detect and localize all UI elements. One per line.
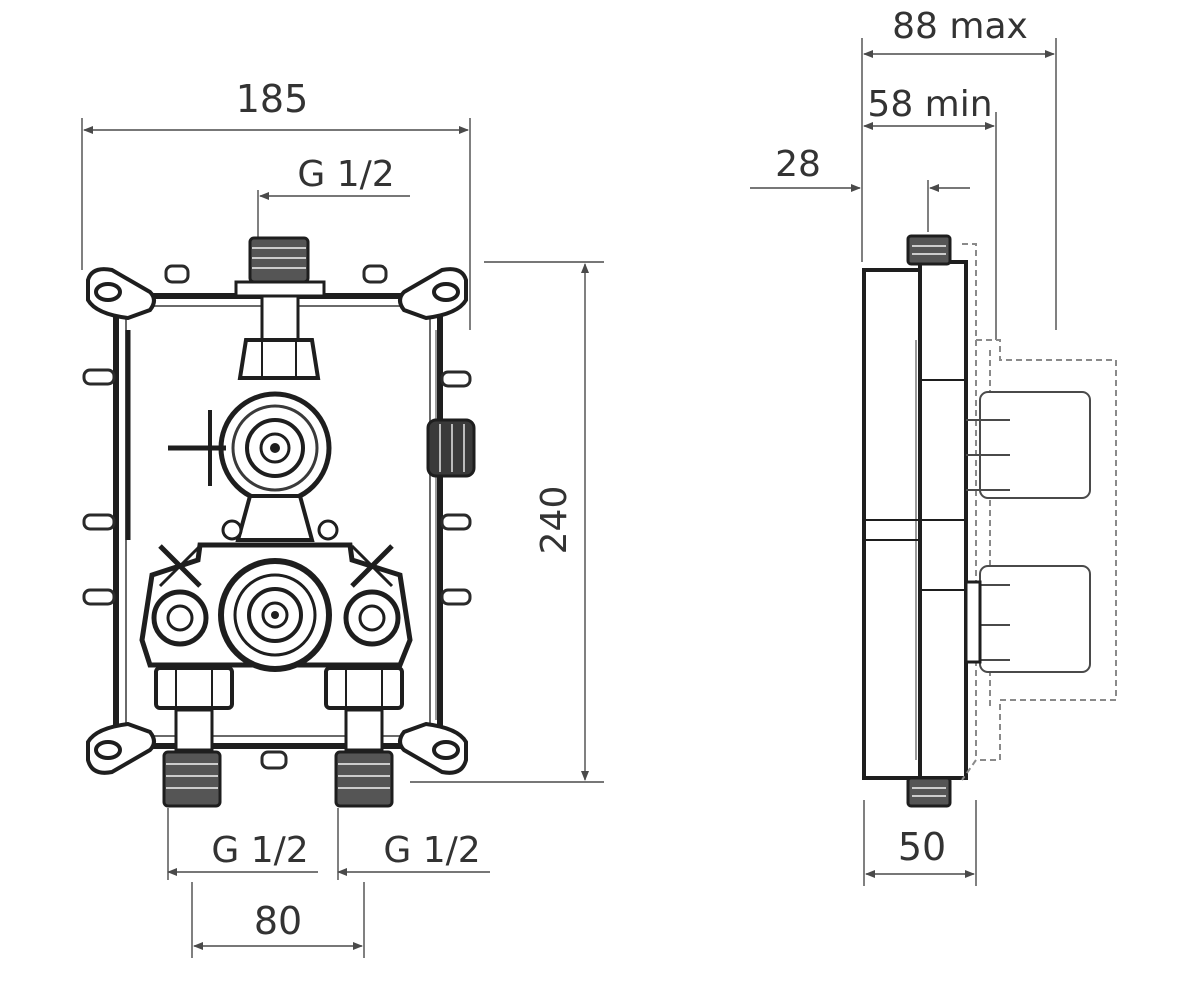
- bottom-right-thread-label: G 1/2: [383, 830, 480, 871]
- side-view: 88 max 58 min 28: [750, 6, 1117, 886]
- lower-valve-body: [139, 519, 413, 672]
- dimension-max-depth: 88 max: [861, 6, 1057, 330]
- max-depth-label: 88 max: [892, 6, 1028, 47]
- dimension-spacing: 80: [191, 882, 365, 958]
- dimension-offset: 28: [750, 144, 970, 232]
- side-knob: [426, 418, 476, 478]
- handle-boxes: [964, 391, 1091, 673]
- body-depth-label: 50: [898, 825, 946, 869]
- dimension-bottom-left-thread: G 1/2: [167, 808, 318, 880]
- dimension-top-thread: G 1/2: [257, 154, 410, 238]
- top-thread-label: G 1/2: [297, 154, 394, 195]
- bottom-connectors: [154, 666, 404, 808]
- side-body: [862, 234, 968, 808]
- dimension-height: 240: [410, 261, 604, 783]
- front-view: 185 G 1/2 240: [81, 77, 604, 958]
- offset-label: 28: [775, 144, 821, 185]
- dimension-width: 185: [81, 77, 471, 330]
- upper-valve: [168, 391, 332, 542]
- dimension-min-depth: 58 min: [863, 84, 997, 340]
- dimension-body-depth: 50: [863, 800, 977, 886]
- spacing-label: 80: [254, 899, 302, 943]
- dimension-bottom-right-thread: G 1/2: [337, 808, 490, 880]
- height-label: 240: [534, 486, 575, 555]
- corner-lugs: [86, 267, 468, 775]
- dashed-extension-outline: [961, 243, 1117, 781]
- side-clips: [82, 264, 472, 770]
- bottom-left-thread-label: G 1/2: [211, 830, 308, 871]
- top-connector: [234, 236, 326, 380]
- min-depth-label: 58 min: [867, 84, 992, 125]
- width-label: 185: [236, 77, 309, 121]
